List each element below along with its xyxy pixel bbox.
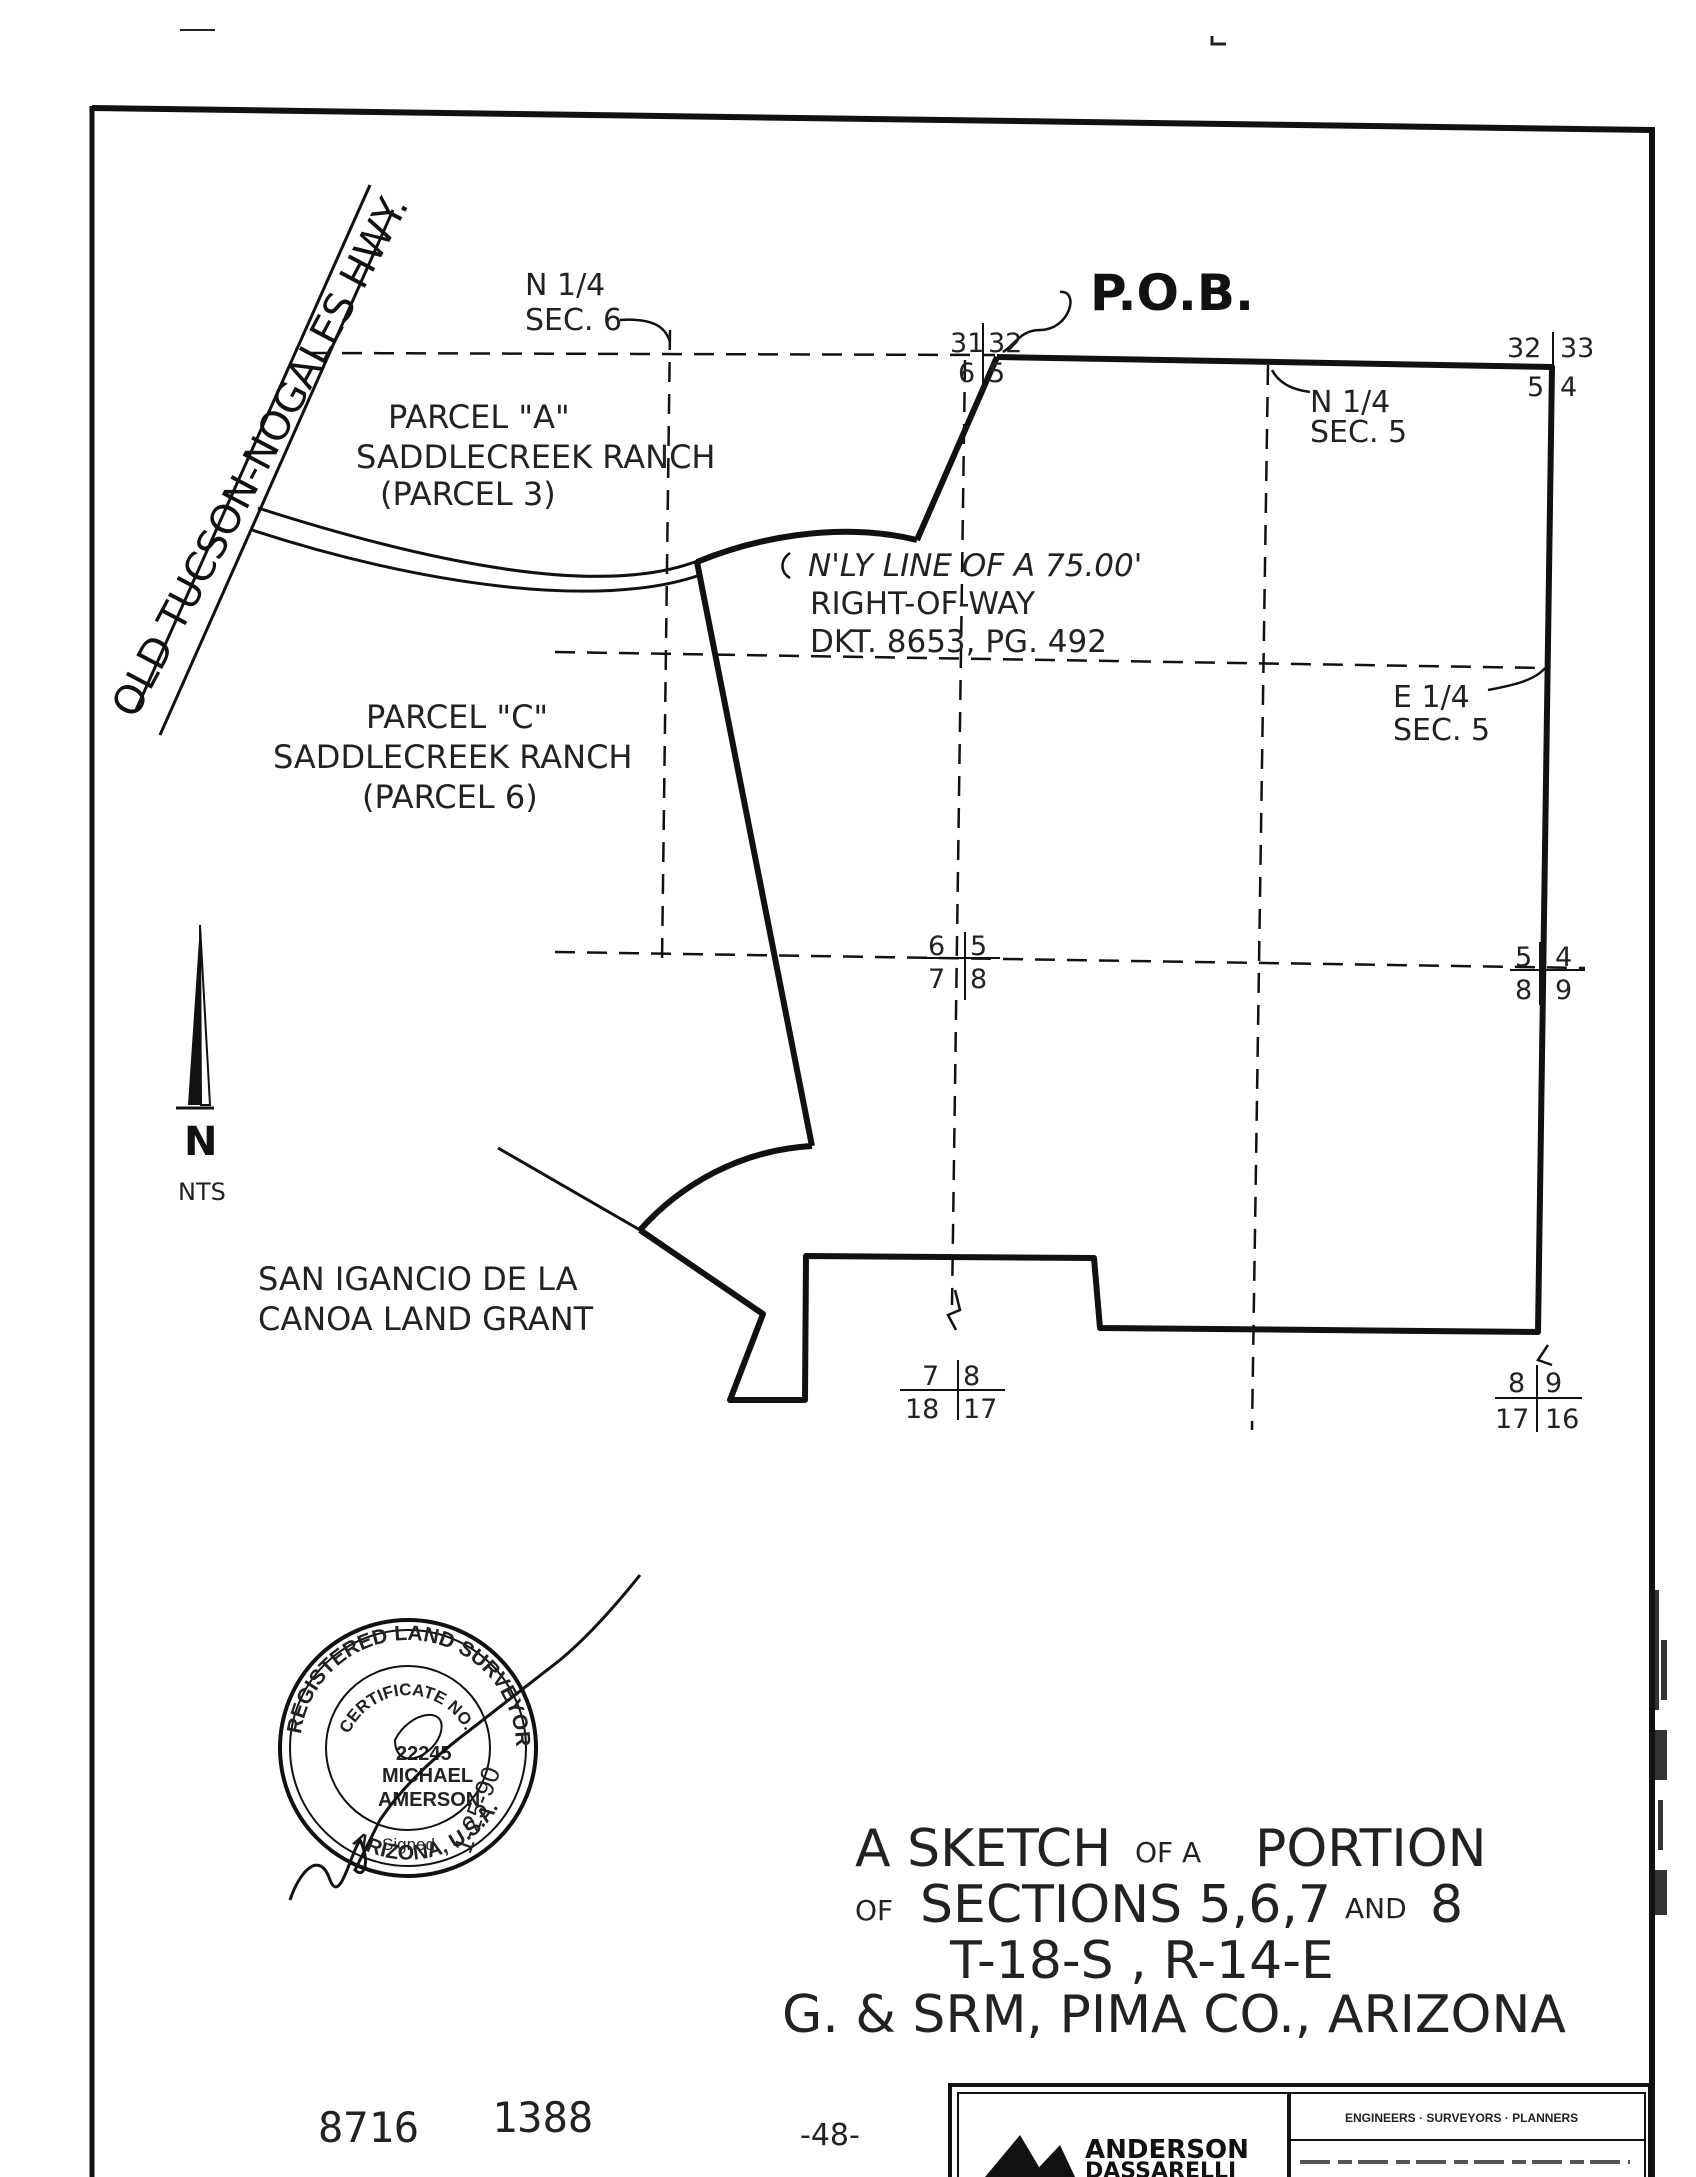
section-corner-31-32-6-5: 31 32 6 5	[950, 323, 1022, 389]
svg-text:Signed: Signed	[382, 1835, 435, 1854]
n-quarter-sec5-line2: SEC. 5	[1310, 415, 1407, 450]
svg-text:8: 8	[1508, 1368, 1525, 1399]
e-quarter-sec5-line1: E 1/4	[1393, 680, 1470, 715]
svg-text:8: 8	[970, 964, 987, 995]
stray-mark	[1210, 36, 1226, 46]
n-quarter-sec6-line2: SEC. 6	[525, 303, 622, 338]
section-corner-5-4-8-9: 5 4 8 9	[1510, 942, 1585, 1006]
svg-text:CERTIFICATE NO.: CERTIFICATE NO.	[336, 1680, 479, 1736]
n-quarter-sec6-line1: N 1/4	[525, 268, 605, 303]
svg-text:AMERSON: AMERSON	[378, 1789, 480, 1811]
title-line4: G. & SRM, PIMA CO., ARIZONA	[782, 1985, 1566, 2045]
firm-services: ENGINEERS · SURVEYORS · PLANNERS	[1345, 2111, 1578, 2125]
title-line2-d: 8	[1430, 1875, 1463, 1935]
svg-text:4: 4	[1560, 372, 1577, 403]
parcel-c-line3: (PARCEL 6)	[362, 778, 538, 816]
svg-text:5: 5	[1515, 942, 1532, 973]
svg-text:5: 5	[970, 931, 987, 962]
firm-title-block: ANDERSON DASSARELLI ENGINEERS · SURVEYOR…	[948, 2083, 1652, 2177]
svg-text:9: 9	[1555, 975, 1572, 1006]
row-note-line2: RIGHT-OF-WAY	[810, 586, 1035, 622]
page-number: -48-	[800, 2118, 860, 2153]
e-quarter-sec5-line2: SEC. 5	[1393, 713, 1490, 748]
section-corner-8-9-17-16: 8 9 17 16	[1495, 1365, 1582, 1435]
title-line2-c: AND	[1345, 1892, 1407, 1925]
svg-text:6: 6	[958, 358, 975, 389]
svg-text:16: 16	[1545, 1404, 1579, 1435]
parcel-a-line3: (PARCEL 3)	[380, 475, 556, 513]
parcel-a-line2: SADDLECREEK RANCH	[356, 438, 715, 476]
firm-name-2: DASSARELLI	[1085, 2159, 1236, 2177]
title-line1-a: A SKETCH	[855, 1819, 1111, 1879]
svg-text:33: 33	[1560, 333, 1594, 364]
scale-note: NTS	[178, 1178, 226, 1206]
svg-text:5: 5	[1527, 372, 1544, 403]
property-boundary	[637, 354, 1555, 1403]
drawing-title: A SKETCH OF A PORTION OF SECTIONS 5,6,7 …	[782, 1819, 1566, 2045]
svg-text:32: 32	[1507, 333, 1541, 364]
north-arrow-icon	[176, 924, 214, 1110]
svg-text:17: 17	[1495, 1404, 1529, 1435]
section-lines	[309, 329, 1586, 1431]
row-note-line3: DKT. 8653, PG. 492	[810, 624, 1107, 660]
section-corner-32-33-5-4: 32 33 5 4	[1507, 332, 1594, 403]
n-quarter-sec5-line1: N 1/4	[1310, 385, 1390, 420]
title-line3: T-18-S , R-14-E	[949, 1931, 1334, 1991]
svg-text:9: 9	[1545, 1368, 1562, 1399]
land-grant-line2: CANOA LAND GRANT	[258, 1300, 594, 1338]
parcel-c-line1: PARCEL "C"	[366, 698, 548, 736]
firm-name-1: ANDERSON	[1085, 2135, 1249, 2165]
firm-logo-icon	[985, 2135, 1045, 2177]
land-grant-line	[497, 1146, 641, 1232]
highway	[134, 184, 701, 736]
svg-text:MICHAEL: MICHAEL	[382, 1765, 473, 1787]
north-letter: N	[184, 1119, 217, 1165]
section-corner-7-8-18-17: 7 8 18 17	[900, 1360, 1005, 1425]
scan-margin-marks	[1655, 1590, 1667, 1915]
svg-text:8: 8	[1515, 975, 1532, 1006]
title-line2-b: SECTIONS 5,6,7	[920, 1875, 1331, 1935]
svg-text:8: 8	[963, 1361, 980, 1392]
svg-text:7: 7	[922, 1361, 939, 1392]
pob-label: P.O.B.	[1090, 264, 1254, 322]
svg-text:17: 17	[963, 1394, 997, 1425]
land-grant-line1: SAN IGANCIO DE LA	[258, 1260, 578, 1298]
svg-text:7: 7	[928, 964, 945, 995]
svg-text:18: 18	[905, 1394, 939, 1425]
docket-number: 8716	[318, 2103, 419, 2152]
parcel-c-line2: SADDLECREEK RANCH	[273, 738, 632, 776]
title-line1-c: PORTION	[1255, 1819, 1487, 1879]
row-note-line1: N'LY LINE OF A 75.00'	[808, 548, 1142, 584]
title-line2-a: OF	[855, 1894, 893, 1927]
sheet-border	[91, 105, 1655, 2177]
svg-text:6: 6	[928, 931, 945, 962]
page-ref-number: 1388	[492, 2093, 593, 2142]
parcel-a-line1: PARCEL "A"	[388, 398, 570, 436]
svg-text:31: 31	[950, 328, 984, 359]
section-corner-6-5-7-8: 6 5 7 8	[925, 931, 1000, 1000]
svg-text:32: 32	[988, 328, 1022, 359]
leader-lines	[619, 290, 1553, 1367]
surveyor-seal: REGISTERED LAND SURVEYOR ARIZONA, U.S.A.…	[278, 1574, 642, 1901]
svg-text:4: 4	[1555, 942, 1572, 973]
title-line1-b: OF A	[1135, 1836, 1201, 1869]
svg-text:5: 5	[988, 358, 1005, 389]
